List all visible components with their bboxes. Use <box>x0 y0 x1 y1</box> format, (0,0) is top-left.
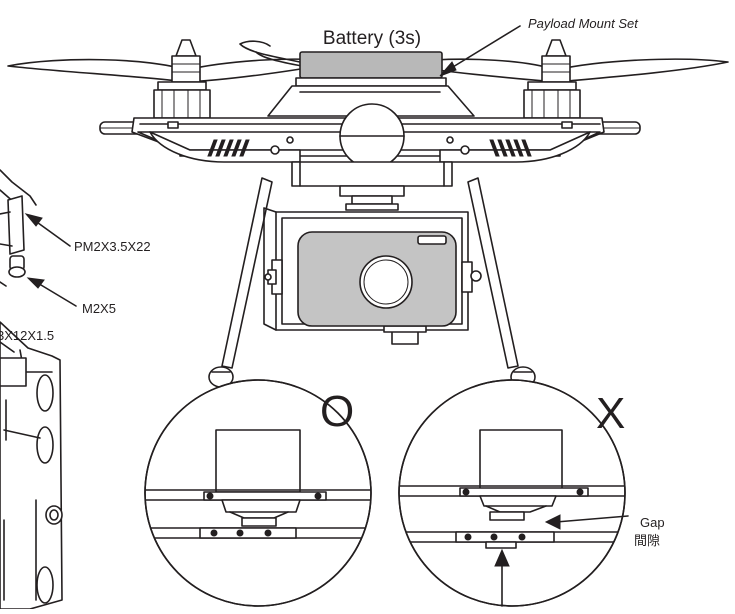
motor-left <box>153 39 211 119</box>
gap-label-zh: 間隙 <box>634 533 660 548</box>
leader-lines <box>24 25 629 607</box>
camera <box>297 231 457 327</box>
payload-mount <box>291 161 453 211</box>
detail-wrong <box>398 379 626 607</box>
detail-correct <box>144 379 372 607</box>
centre-hub <box>339 103 405 169</box>
correct-mark: O <box>320 387 354 436</box>
battery <box>239 40 447 87</box>
drone-body <box>267 85 475 117</box>
screw-short-label: M2X5 <box>82 301 116 316</box>
screw-long-label: PM2X3.5X22 <box>74 239 151 254</box>
washer-label: 3X12X1.5 <box>0 328 54 343</box>
motor-right <box>523 39 581 119</box>
left-detail-view <box>0 169 63 610</box>
battery-label: Battery (3s) <box>323 28 421 49</box>
payload-mount-label: Payload Mount Set <box>528 16 639 31</box>
landing-gear <box>208 177 536 388</box>
wrong-mark: X <box>596 389 625 438</box>
gap-label: Gap <box>640 515 665 530</box>
